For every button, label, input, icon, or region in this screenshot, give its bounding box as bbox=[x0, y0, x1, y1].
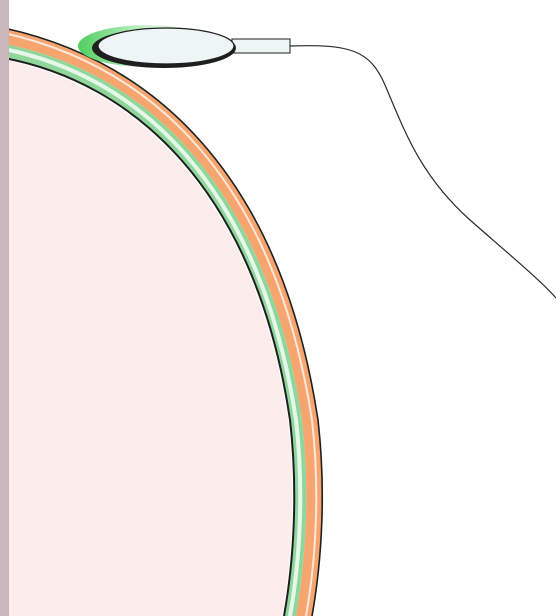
electrode-pad bbox=[98, 28, 234, 64]
left-edge-strip bbox=[0, 0, 9, 616]
inner-body bbox=[4, 60, 292, 616]
lead-wire bbox=[290, 46, 556, 298]
electrode-connector bbox=[232, 39, 290, 53]
